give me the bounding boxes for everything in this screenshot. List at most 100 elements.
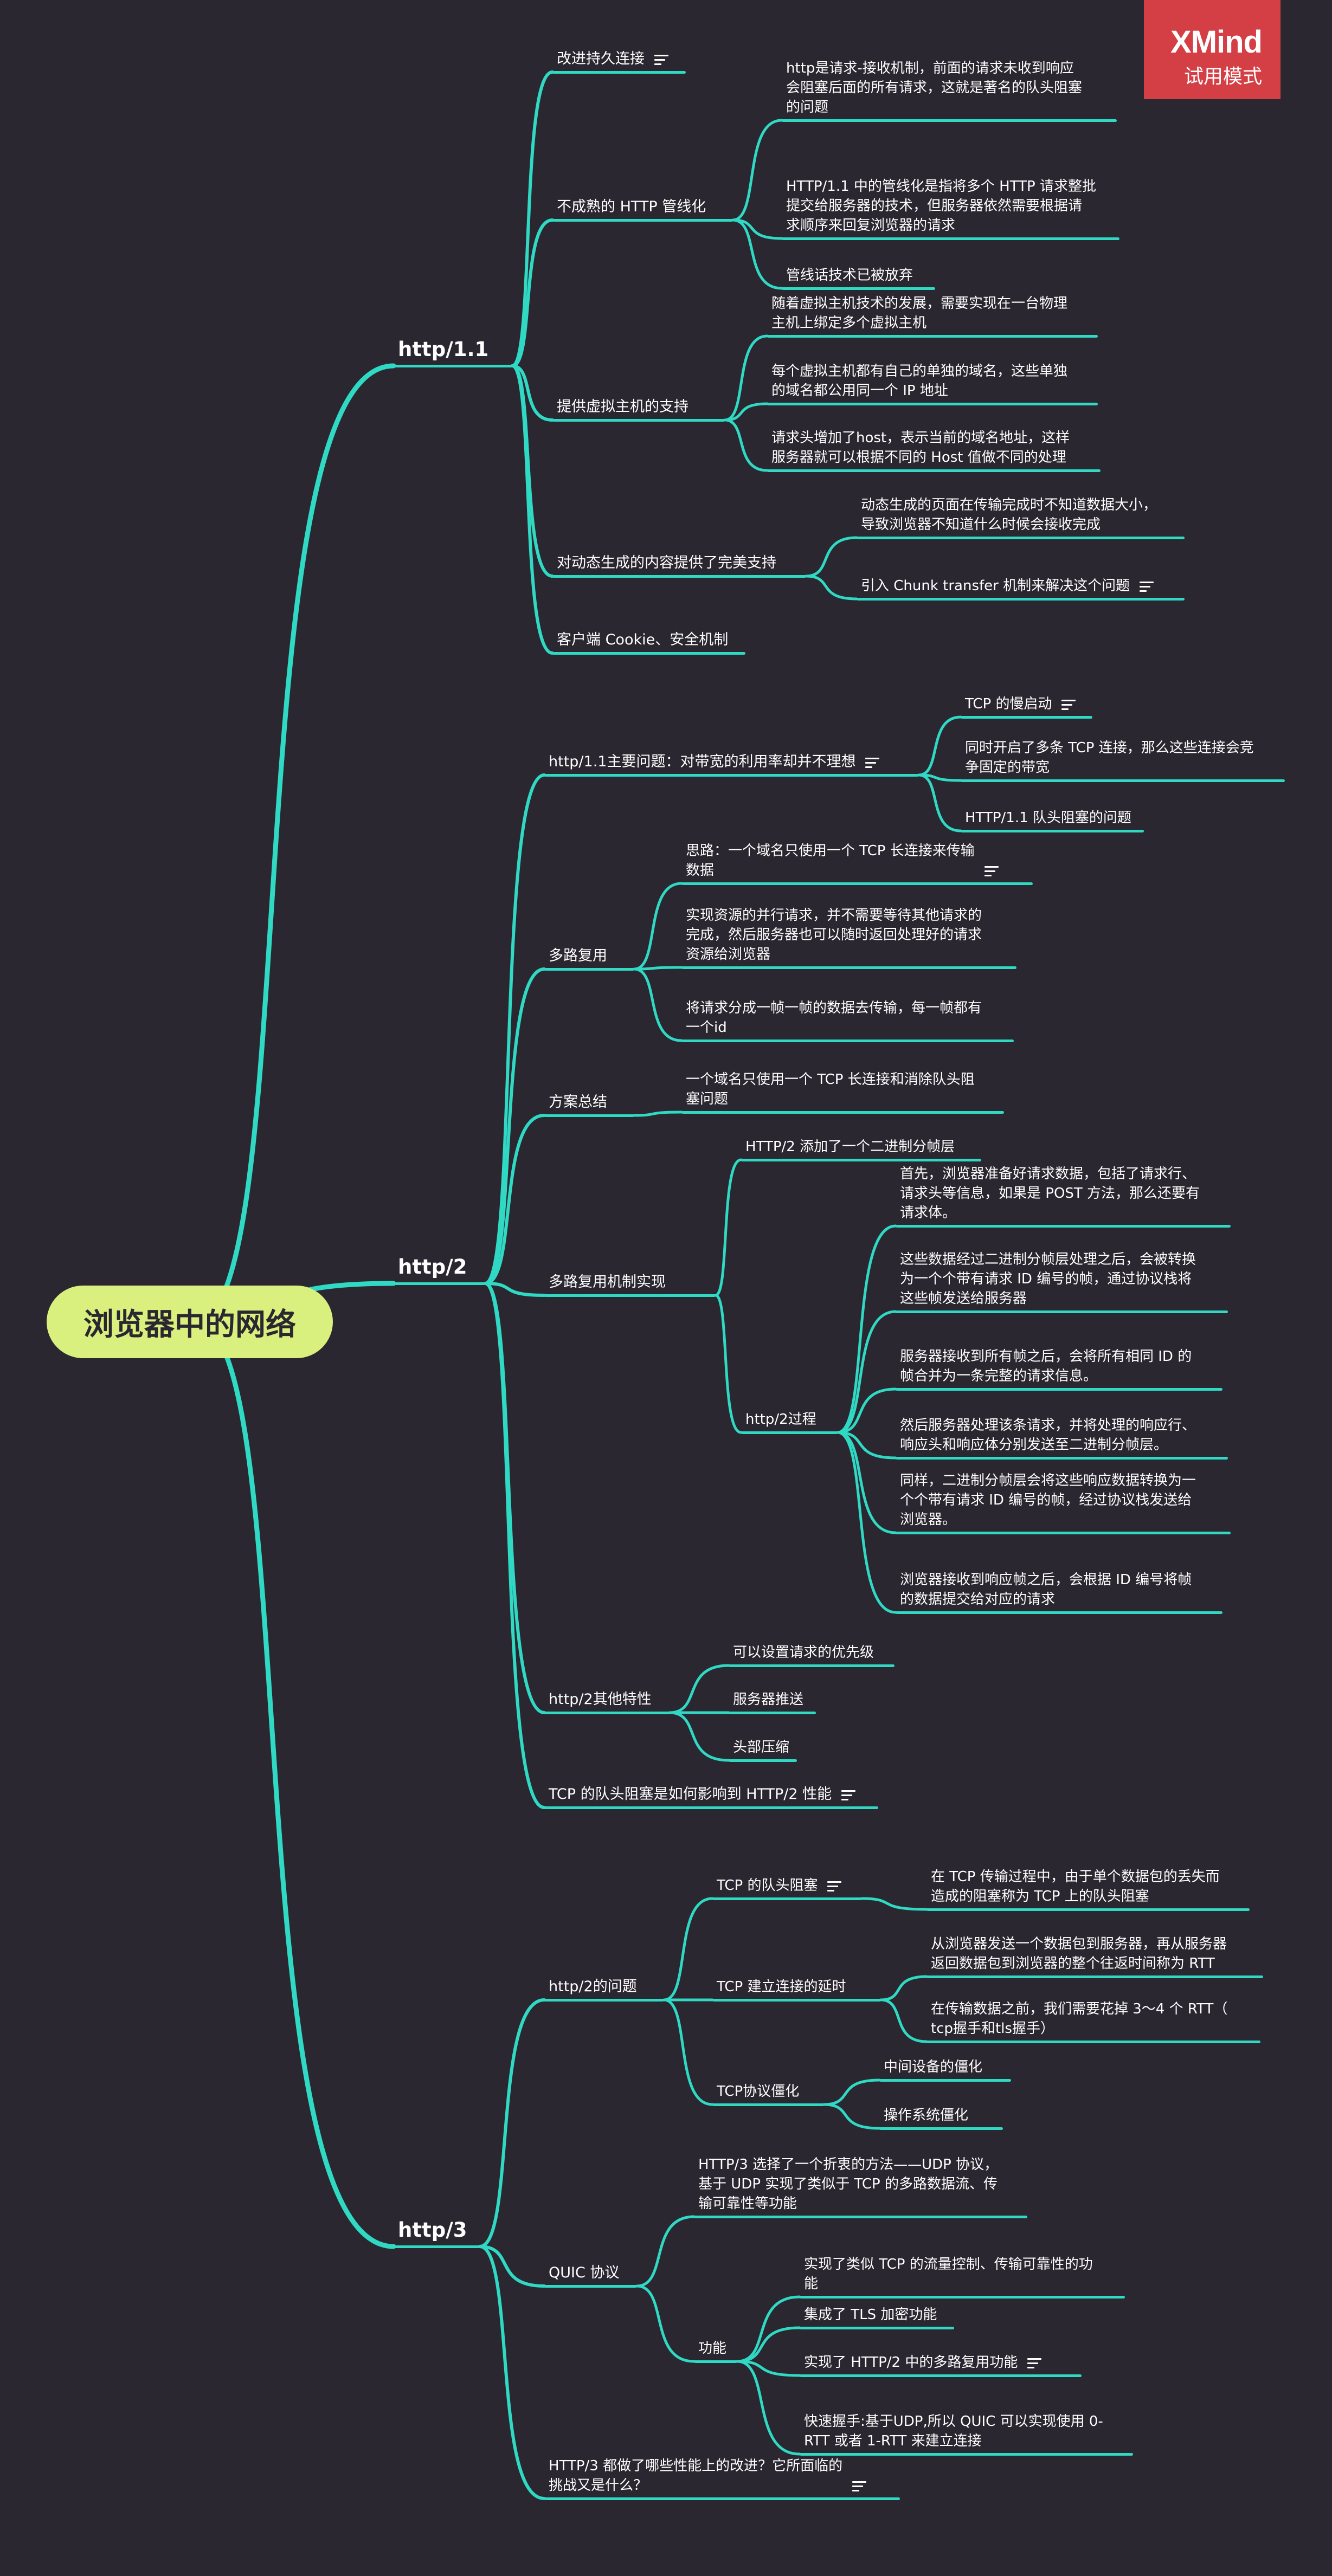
topic-h2e2[interactable]: 服务器推送	[733, 1690, 803, 1709]
note-icon[interactable]	[865, 758, 880, 769]
topic-h3a3a[interactable]: 中间设备的僵化	[884, 2057, 982, 2077]
topic-h3b1[interactable]: HTTP/3 选择了一个折衷的方法——UDP 协议，基于 UDP 实现了类似于 …	[698, 2155, 998, 2213]
note-icon[interactable]	[1140, 582, 1154, 592]
topic-text-line: 对动态生成的内容提供了完美支持	[557, 554, 776, 571]
topic-text-line: 基于 UDP 实现了类似于 TCP 的多路数据流、传	[698, 2176, 998, 2192]
topic-h2d2d[interactable]: 然后服务器处理该条请求，并将处理的响应行、响应头和响应体分别发送至二进制分帧层。	[900, 1416, 1196, 1455]
topic-text-line: HTTP/3 都做了哪些性能上的改进？它所面临的	[549, 2458, 843, 2474]
topic-text-line: 操作系统僵化	[884, 2107, 969, 2123]
topic-text-line: 这些数据经过二进制分帧层处理之后，会被转换	[900, 1251, 1196, 1268]
topic-h2c1[interactable]: 一个域名只使用一个 TCP 长连接和消除队头阻塞问题	[686, 1070, 975, 1109]
note-icon[interactable]	[654, 55, 668, 66]
topic-h3b[interactable]: QUIC 协议	[549, 2263, 619, 2283]
note-icon[interactable]	[841, 1790, 856, 1801]
note-icon[interactable]	[984, 866, 999, 877]
topic-underline	[552, 219, 733, 222]
topic-h2b3[interactable]: 将请求分成一帧一帧的数据去传输，每一帧都有一个id	[686, 998, 982, 1037]
topic-h2a3[interactable]: HTTP/1.1 队头阻塞的问题	[965, 808, 1131, 828]
topic-h11[interactable]: http/1.1	[398, 337, 488, 363]
connector-line	[836, 1224, 897, 1434]
topic-h11c[interactable]: 提供虚拟主机的支持	[557, 397, 688, 417]
topic-h11a[interactable]: 改进持久连接	[557, 49, 645, 69]
note-icon[interactable]	[852, 2481, 867, 2492]
connector-line	[736, 2360, 801, 2377]
topic-h3a2b[interactable]: 在传输数据之前，我们需要花掉 3～4 个 RTT（tcp握手和tls握手）	[931, 1999, 1227, 2038]
topic-underline	[544, 1294, 716, 1297]
topic-text-line: 响应头和响应体分别发送至二进制分帧层。	[900, 1437, 1168, 1453]
topic-h3b2b[interactable]: 集成了 TLS 加密功能	[804, 2305, 937, 2325]
topic-h2e[interactable]: http/2其他特性	[549, 1690, 652, 1709]
topic-h11c2[interactable]: 每个虚拟主机都有自己的单独的域名，这些单独的域名都公用同一个 IP 地址	[771, 361, 1067, 401]
topic-h11d1[interactable]: 动态生成的页面在传输完成时不知道数据大小，导致浏览器不知道什么时候会接收完成	[861, 495, 1157, 534]
topic-h2a[interactable]: http/1.1主要问题：对带宽的利用率却并不理想	[549, 752, 855, 772]
topic-text-line: 不成熟的 HTTP 管线化	[557, 198, 706, 215]
topic-h3a2[interactable]: TCP 建立连接的延时	[717, 1977, 846, 1997]
connector-line	[511, 364, 554, 578]
connector-line	[511, 70, 554, 367]
topic-text-line: 多路复用机制实现	[549, 1274, 666, 1290]
topic-h2d2c[interactable]: 服务器接收到所有帧之后，会将所有相同 ID 的帧合并为一条完整的请求信息。	[900, 1347, 1192, 1386]
topic-h11b1[interactable]: http是请求-接收机制，前面的请求未收到响应会阻塞后面的所有请求，这就是著名的…	[786, 59, 1082, 117]
topic-h11b[interactable]: 不成熟的 HTTP 管线化	[557, 197, 706, 217]
topic-h3a[interactable]: http/2的问题	[549, 1977, 637, 1997]
topic-h3a3[interactable]: TCP协议僵化	[717, 2082, 799, 2101]
topic-h2a2[interactable]: 同时开启了多条 TCP 连接，那么这些连接会竞争固定的带宽	[965, 738, 1254, 777]
topic-h2a1[interactable]: TCP 的慢启动	[965, 694, 1052, 714]
topic-h2b[interactable]: 多路复用	[549, 946, 607, 966]
topic-text-line: 个个带有请求 ID 编号的帧，经过协议栈发送给	[900, 1492, 1192, 1508]
topic-h2d2a[interactable]: 首先，浏览器准备好请求数据，包括了请求行、请求头等信息，如果是 POST 方法，…	[900, 1164, 1200, 1223]
topic-h2[interactable]: http/2	[398, 1254, 467, 1280]
connector-line	[511, 364, 554, 422]
topic-underline	[896, 1310, 1228, 1313]
topic-h3b2d[interactable]: 快速握手:基于UDP,所以 QUIC 可以实现使用 0-RTT 或者 1-RTT…	[804, 2412, 1103, 2451]
topic-h3[interactable]: http/3	[398, 2217, 467, 2243]
topic-h3a1a[interactable]: 在 TCP 传输过程中，由于单个数据包的丢失而造成的阻塞称为 TCP 上的队头阻…	[931, 1867, 1220, 1906]
topic-h3a1[interactable]: TCP 的队头阻塞	[717, 1876, 818, 1895]
topic-h11d2[interactable]: 引入 Chunk transfer 机制来解决这个问题	[861, 576, 1130, 596]
topic-text-line: 请求头等信息，如果是 POST 方法，那么还要有	[900, 1185, 1200, 1202]
topic-h3a2a[interactable]: 从浏览器发送一个数据包到服务器，再从服务器返回数据包到浏览器的整个往返时间称为 …	[931, 1934, 1227, 1973]
topic-h2d2e[interactable]: 同样，二进制分帧层会将这些响应数据转换为一个个带有请求 ID 编号的帧，经过协议…	[900, 1471, 1196, 1529]
topic-text-line: 帧合并为一条完整的请求信息。	[900, 1368, 1098, 1384]
topic-h2c[interactable]: 方案总结	[549, 1093, 607, 1112]
note-icon[interactable]	[1061, 700, 1076, 711]
topic-h2d2f[interactable]: 浏览器接收到响应帧之后，会根据 ID 编号将帧的数据提交给对应的请求	[900, 1570, 1192, 1609]
topic-h3a3b[interactable]: 操作系统僵化	[884, 2106, 968, 2125]
topic-h2b2[interactable]: 实现资源的并行请求，并不需要等待其他请求的完成，然后服务器也可以随时返回处理好的…	[686, 906, 982, 964]
note-icon[interactable]	[1027, 2358, 1042, 2369]
note-icon[interactable]	[827, 1881, 842, 1892]
connector-line	[731, 119, 783, 222]
topic-h11c1[interactable]: 随着虚拟主机技术的发展，需要实现在一台物理主机上绑定多个虚拟主机	[771, 294, 1067, 333]
topic-h11b3[interactable]: 管线话技术已被放弃	[786, 266, 913, 285]
topic-underline	[896, 1532, 1231, 1534]
topic-h2d[interactable]: 多路复用机制实现	[549, 1273, 666, 1292]
topic-h11e[interactable]: 客户端 Cookie、安全机制	[557, 630, 728, 650]
topic-underline	[857, 598, 1185, 601]
connector-line	[917, 715, 962, 777]
trial-watermark: XMind 试用模式	[1144, 0, 1280, 99]
topic-h3b2[interactable]: 功能	[698, 2339, 726, 2358]
connector-line	[714, 1158, 743, 1297]
topic-h11d[interactable]: 对动态生成的内容提供了完美支持	[557, 553, 776, 573]
topic-h3c[interactable]: HTTP/3 都做了哪些性能上的改进？它所面临的挑战又是什么？	[549, 2456, 842, 2495]
topic-text-line: 同样，二进制分帧层会将这些响应数据转换为一	[900, 1473, 1196, 1489]
topic-underline	[896, 1225, 1231, 1228]
topic-h2d2[interactable]: http/2过程	[745, 1410, 816, 1429]
topic-text-line: 服务器就可以根据不同的 Host 值做不同的处理	[771, 449, 1066, 466]
topic-text-line: http/2过程	[745, 1411, 816, 1428]
topic-underline	[896, 1388, 1222, 1391]
topic-text-line: HTTP/1.1 中的管线化是指将多个 HTTP 请求整批	[786, 178, 1096, 195]
topic-h11c3[interactable]: 请求头增加了host，表示当前的域名地址，这样服务器就可以根据不同的 Host …	[771, 428, 1070, 467]
topic-h2b1[interactable]: 思路：一个域名只使用一个 TCP 长连接来传输数据	[686, 841, 975, 880]
topic-h2e1[interactable]: 可以设置请求的优先级	[733, 1643, 874, 1662]
topic-h3b2a[interactable]: 实现了类似 TCP 的流量控制、传输可靠性的功能	[804, 2255, 1093, 2294]
topic-h3b2c[interactable]: 实现了 HTTP/2 中的多路复用功能	[804, 2353, 1018, 2372]
topic-h2f[interactable]: TCP 的队头阻塞是如何影响到 HTTP/2 性能	[549, 1785, 832, 1804]
topic-h11b2[interactable]: HTTP/1.1 中的管线化是指将多个 HTTP 请求整批提交给服务器的技术，但…	[786, 177, 1096, 235]
root-topic[interactable]: 浏览器中的网络	[47, 1286, 333, 1358]
topic-h2d1[interactable]: HTTP/2 添加了一个二进制分帧层	[745, 1137, 955, 1157]
topic-underline	[681, 966, 1016, 969]
topic-h2e3[interactable]: 头部压缩	[733, 1738, 789, 1757]
topic-h2d2b[interactable]: 这些数据经过二进制分帧层处理之后，会被转换为一个个带有请求 ID 编号的帧，通过…	[900, 1250, 1196, 1308]
topic-underline	[394, 2245, 480, 2248]
